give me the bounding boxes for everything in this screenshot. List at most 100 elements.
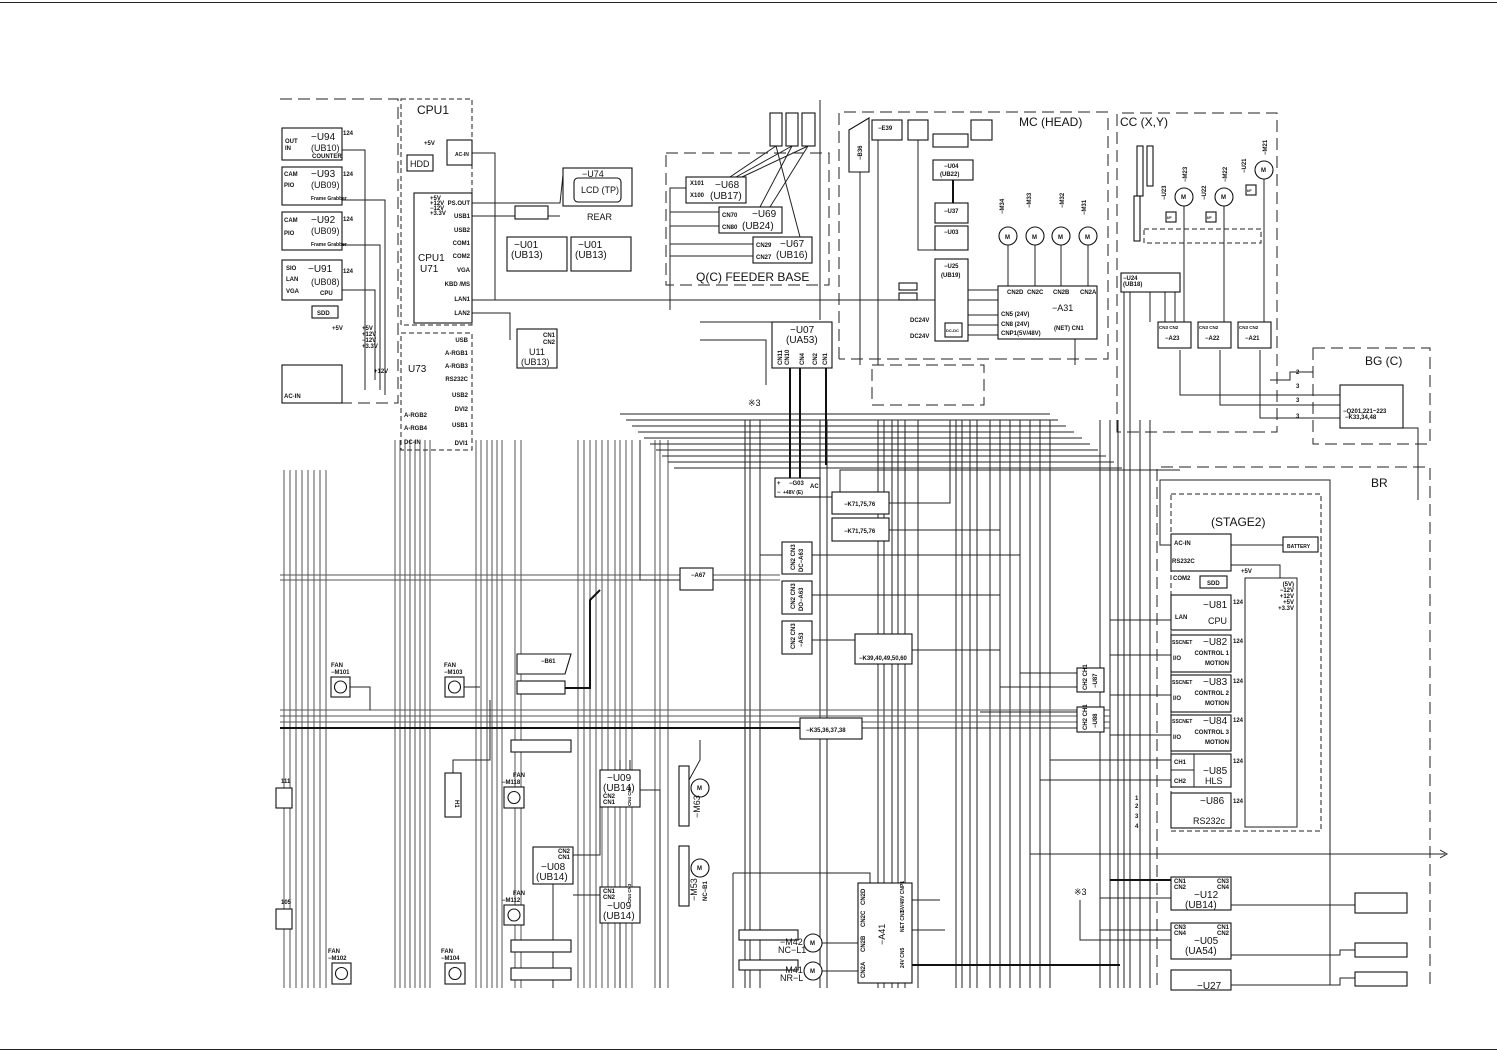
voltage-label: −12V: [430, 206, 444, 212]
port-label: CN10: [785, 349, 791, 365]
svg-text:M: M: [1085, 235, 1090, 241]
wire: [889, 420, 951, 504]
wire: [1403, 427, 1419, 500]
blank-box: [1354, 971, 1408, 987]
unit-id: −G03: [789, 481, 805, 487]
line-number: 2: [1135, 804, 1139, 810]
cpu-unit: U71: [420, 264, 439, 275]
port-label: CN3: [1174, 925, 1187, 931]
note-mark: ※3: [748, 398, 761, 408]
br-group: BR (STAGE2) AC-IN RS232C COM2 BATTERY SD…: [1135, 466, 1431, 992]
relay-id: −K35,36,37,38: [806, 728, 846, 734]
fan-id: −M112: [502, 898, 521, 904]
note-mark: ※3: [1074, 887, 1087, 897]
hdd-label: HDD: [410, 159, 430, 169]
wire: [775, 145, 801, 238]
port-label: CN2: [813, 352, 819, 365]
port-label: CH1: [1174, 760, 1187, 766]
wire: [1219, 350, 1340, 406]
pin-count: 124: [1233, 718, 1244, 724]
blank-box: [1354, 942, 1408, 958]
port-label: 24V CN5: [900, 947, 906, 968]
port-label: PIO: [284, 183, 295, 189]
port-label: CN2C: [861, 910, 867, 927]
fan-icon: [334, 966, 349, 981]
fan-m105: [275, 908, 293, 930]
wire: [688, 740, 701, 781]
port-label: OUT: [285, 139, 298, 145]
unit-id: −Q201,221~223: [1343, 409, 1387, 415]
port-label: CN4 CN3: [627, 786, 632, 806]
port-label: LAN1: [454, 297, 470, 303]
wire: [669, 187, 686, 310]
port-label: CN2 CN3: [791, 583, 797, 609]
port-label: CN80: [722, 225, 738, 231]
unit-id: −A53: [799, 632, 805, 647]
cable-bar: [1133, 195, 1141, 242]
unit-sub: (UB14): [603, 911, 635, 922]
fan-label: FAN: [441, 949, 453, 955]
svg-text:M: M: [1221, 195, 1226, 201]
lcd-screen-icon: [573, 177, 622, 203]
cc-junction: [1143, 228, 1262, 244]
motor-id: −M22: [1223, 166, 1229, 182]
unit-id: −U91: [308, 264, 333, 275]
wire-count: 3: [1296, 384, 1300, 390]
unit-u11: [516, 328, 558, 369]
left-acin-box: [281, 364, 343, 404]
unit-sub: (UB09): [311, 226, 340, 236]
unit-id: −K33,34,48: [1345, 415, 1377, 421]
line-number: 3: [1135, 814, 1139, 820]
port-label: CN2A: [1080, 290, 1097, 296]
wire: [1259, 350, 1340, 419]
br-acin-box: [1170, 533, 1232, 572]
unit-sub: (UB14): [536, 872, 568, 883]
unit-u67: [752, 236, 813, 264]
wire: [735, 145, 793, 178]
unit-id: −U09: [607, 773, 632, 784]
mc-head-group: MC (HEAD) −B36 −E39 −U04 (UB22) −U37 −U0…: [838, 111, 1109, 360]
section-title-br: BR: [1371, 476, 1388, 490]
wire: [1231, 949, 1355, 956]
if-label: I/F: [1247, 188, 1252, 193]
voltage-label: +3.3V: [430, 211, 446, 217]
voltage-label: +5V: [332, 326, 343, 332]
port-label: CN3 CN2: [1159, 325, 1179, 330]
if-label: I/F: [1207, 215, 1212, 220]
port-label: A-RGB4: [404, 426, 428, 432]
feeder-base-group: Q(C) FEEDER BASE X101 X100 −U68 (UB17) C…: [665, 112, 830, 286]
cpu1-ports: PS.OUT USB1 USB2 COM1 COM2 VGA KBD /MS L…: [445, 201, 471, 317]
wire: [1079, 900, 1171, 941]
dcdc-box: [944, 322, 963, 338]
unit-func: HLS: [1205, 776, 1223, 786]
port-label: CN3 CN2: [1199, 325, 1219, 330]
wire: [1439, 849, 1449, 859]
amp-a23: [1157, 321, 1192, 349]
wire: [713, 554, 782, 581]
voltage-label: +3.3V: [362, 344, 378, 350]
port-label: CN1: [558, 855, 571, 861]
port-label: CH2 CH1: [1083, 664, 1089, 690]
unit-dc-a63: [781, 541, 813, 575]
port-label: COM2: [453, 254, 471, 260]
u73-group: U73 USB A-RGB1 A-RGB3 RS232C USB2 DVI2 U…: [400, 332, 473, 451]
port-label: USB1: [454, 214, 471, 220]
port-label: SIO: [286, 266, 297, 272]
port-label: USB2: [452, 393, 469, 399]
unit-id: −A41: [877, 924, 887, 945]
cpu1-u71-box: [413, 192, 473, 324]
port-label: CN1: [543, 333, 556, 339]
unit-id: −U94: [311, 132, 336, 143]
unit-u03: [934, 225, 969, 251]
unit-u88: [1076, 706, 1105, 733]
unit-sub: (UA53): [786, 335, 818, 346]
unit-u01-a: [506, 236, 568, 272]
voltage-label: +5V: [430, 196, 441, 202]
port-label: (NET) CN1: [1054, 326, 1084, 332]
unit-id: −U03: [944, 230, 959, 236]
port-label: CN2D: [1007, 290, 1024, 296]
left-unit-rack: OUT IN −U94 (UB10) COUNTER 124 CAM PIO −…: [280, 98, 399, 404]
port-label: CAM: [284, 218, 298, 224]
wire: [565, 589, 601, 689]
lower-left-group: −B61 H1 FAN −M101 FAN −M103 FAN −M118 FA…: [275, 653, 710, 985]
